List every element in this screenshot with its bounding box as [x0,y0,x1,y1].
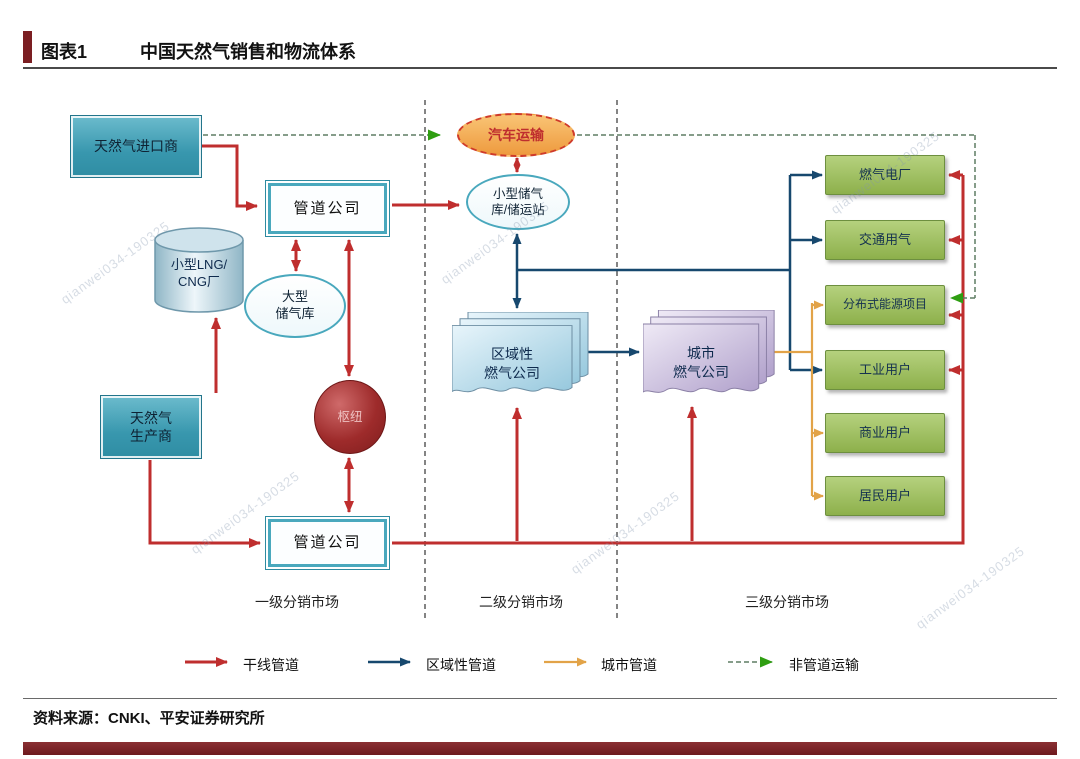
city-label-line2: 燃气公司 [673,363,729,380]
large-storage-label-line2: 储气库 [275,306,315,321]
producer-label-line2: 生产商 [130,428,172,444]
user-label: 分布式能源项目 [842,297,927,312]
small-storage-label-line2: 库/储运站 [491,203,545,217]
figure-title: 中国天然气销售和物流体系 [140,42,356,62]
producer-label-line1: 天然气 [130,409,172,426]
producer-node: 天然气 生产商 [100,395,202,459]
user-label: 居民用户 [858,487,911,503]
legend-nonpipe-label: 非管道运输 [789,657,859,673]
regional-gas-company-node: 区域性 燃气公司 [451,311,592,404]
large-storage-node: 大型 储气库 [244,274,346,338]
cylinder-shape [154,227,244,313]
pipeline-company-top-label: 管道公司 [293,199,362,217]
user-box-commercial: 商业用户 [825,413,945,453]
user-box-power-plant: 燃气电厂 [825,155,945,195]
hub-node: 枢纽 [314,380,386,454]
market-label-tier3: 三级分销市场 [745,594,829,610]
pipeline-company-bottom-node: 管道公司 [265,516,390,570]
regional-label-line2: 燃气公司 [484,364,540,381]
regional-label-line1: 区域性 [491,346,533,362]
small-storage-label-line1: 小型储气 [492,186,543,201]
user-box-residential: 居民用户 [825,476,945,516]
footer-band [23,742,1057,755]
city-pipeline-arrows [760,300,824,501]
small-storage-node: 小型储气 库/储运站 [466,174,570,230]
user-label: 燃气电厂 [858,166,911,182]
legend-nonpipe-arrow [728,656,773,668]
legend-city-label: 城市管道 [601,657,657,673]
truck-transport-label: 汽车运输 [488,126,544,143]
non-pipeline-arrows [203,129,976,304]
legend-regional-arrow [368,657,411,667]
user-box-transport-gas: 交通用气 [825,220,945,260]
figure-tag: 图表1 [41,42,88,62]
city-label-line1: 城市 [687,345,715,361]
large-storage-label-line1: 大型 [281,289,308,305]
city-gas-company-node: 城市 燃气公司 [642,309,778,405]
importer-label: 天然气进口商 [94,138,178,155]
user-box-industrial: 工业用户 [825,350,945,390]
lng-plant-node: 小型LNG/ CNG厂 [153,226,245,314]
source-text: 资料来源：CNKI、平安证券研究所 [33,710,265,727]
legend-trunk-label: 干线管道 [243,657,299,673]
legend-trunk-arrow [185,657,228,667]
user-label: 工业用户 [858,361,911,377]
hub-label: 枢纽 [337,409,363,424]
market-label-tier1: 一级分销市场 [255,594,339,610]
lng-plant-label-line1: 小型LNG/ [170,257,228,273]
pipeline-company-bottom-label: 管道公司 [293,534,362,552]
header-rule [23,67,1057,69]
user-label: 商业用户 [858,424,911,440]
pipeline-company-top-node: 管道公司 [265,180,390,237]
title-accent-bar [23,31,32,63]
arrow-importer-to-pipeline [202,144,258,211]
lng-plant-label-line2: CNG厂 [178,274,220,289]
legend-city-arrow [544,657,587,667]
importer-node: 天然气进口商 [70,115,202,178]
arrow-producer-to-pipeline2 [148,460,261,548]
user-box-distributed-energy: 分布式能源项目 [825,285,945,325]
user-label: 交通用气 [858,231,911,247]
market-label-tier2: 二级分销市场 [479,594,563,610]
footer-rule [23,698,1057,699]
truck-transport-node: 汽车运输 [457,113,575,157]
legend-regional-label: 区域性管道 [426,657,496,673]
